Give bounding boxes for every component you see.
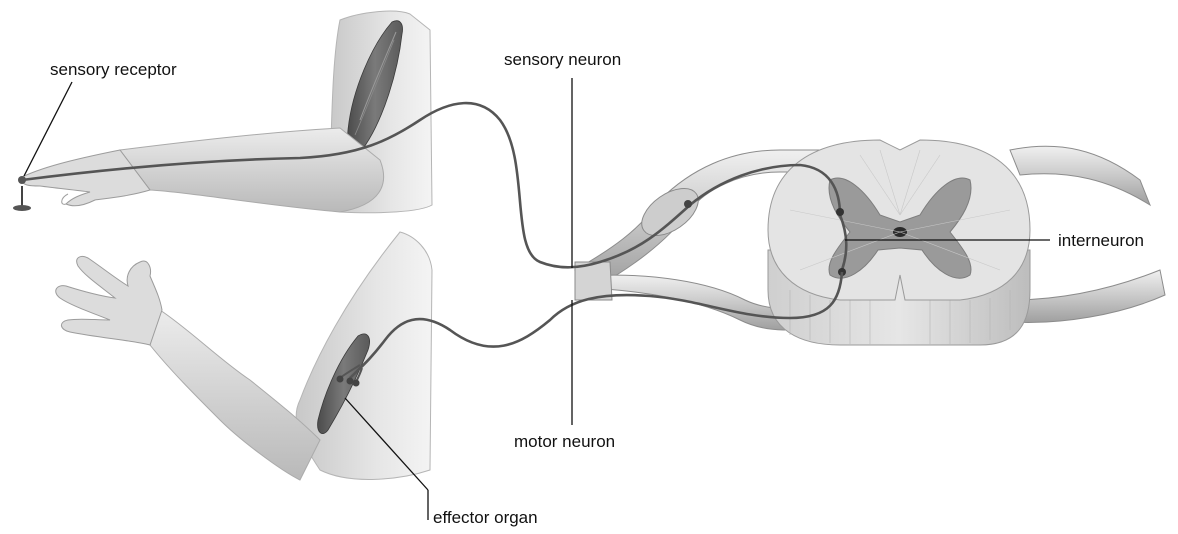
pin-icon (13, 186, 31, 211)
label-sensory-neuron: sensory neuron (504, 50, 621, 70)
label-sensory-receptor: sensory receptor (50, 60, 177, 80)
label-motor-neuron: motor neuron (514, 432, 615, 452)
leader-sensory-receptor (24, 82, 72, 176)
upper-arm-top (20, 11, 432, 213)
label-effector-organ: effector organ (433, 508, 538, 528)
label-interneuron: interneuron (1058, 231, 1144, 251)
upper-arm-bottom (56, 232, 432, 480)
